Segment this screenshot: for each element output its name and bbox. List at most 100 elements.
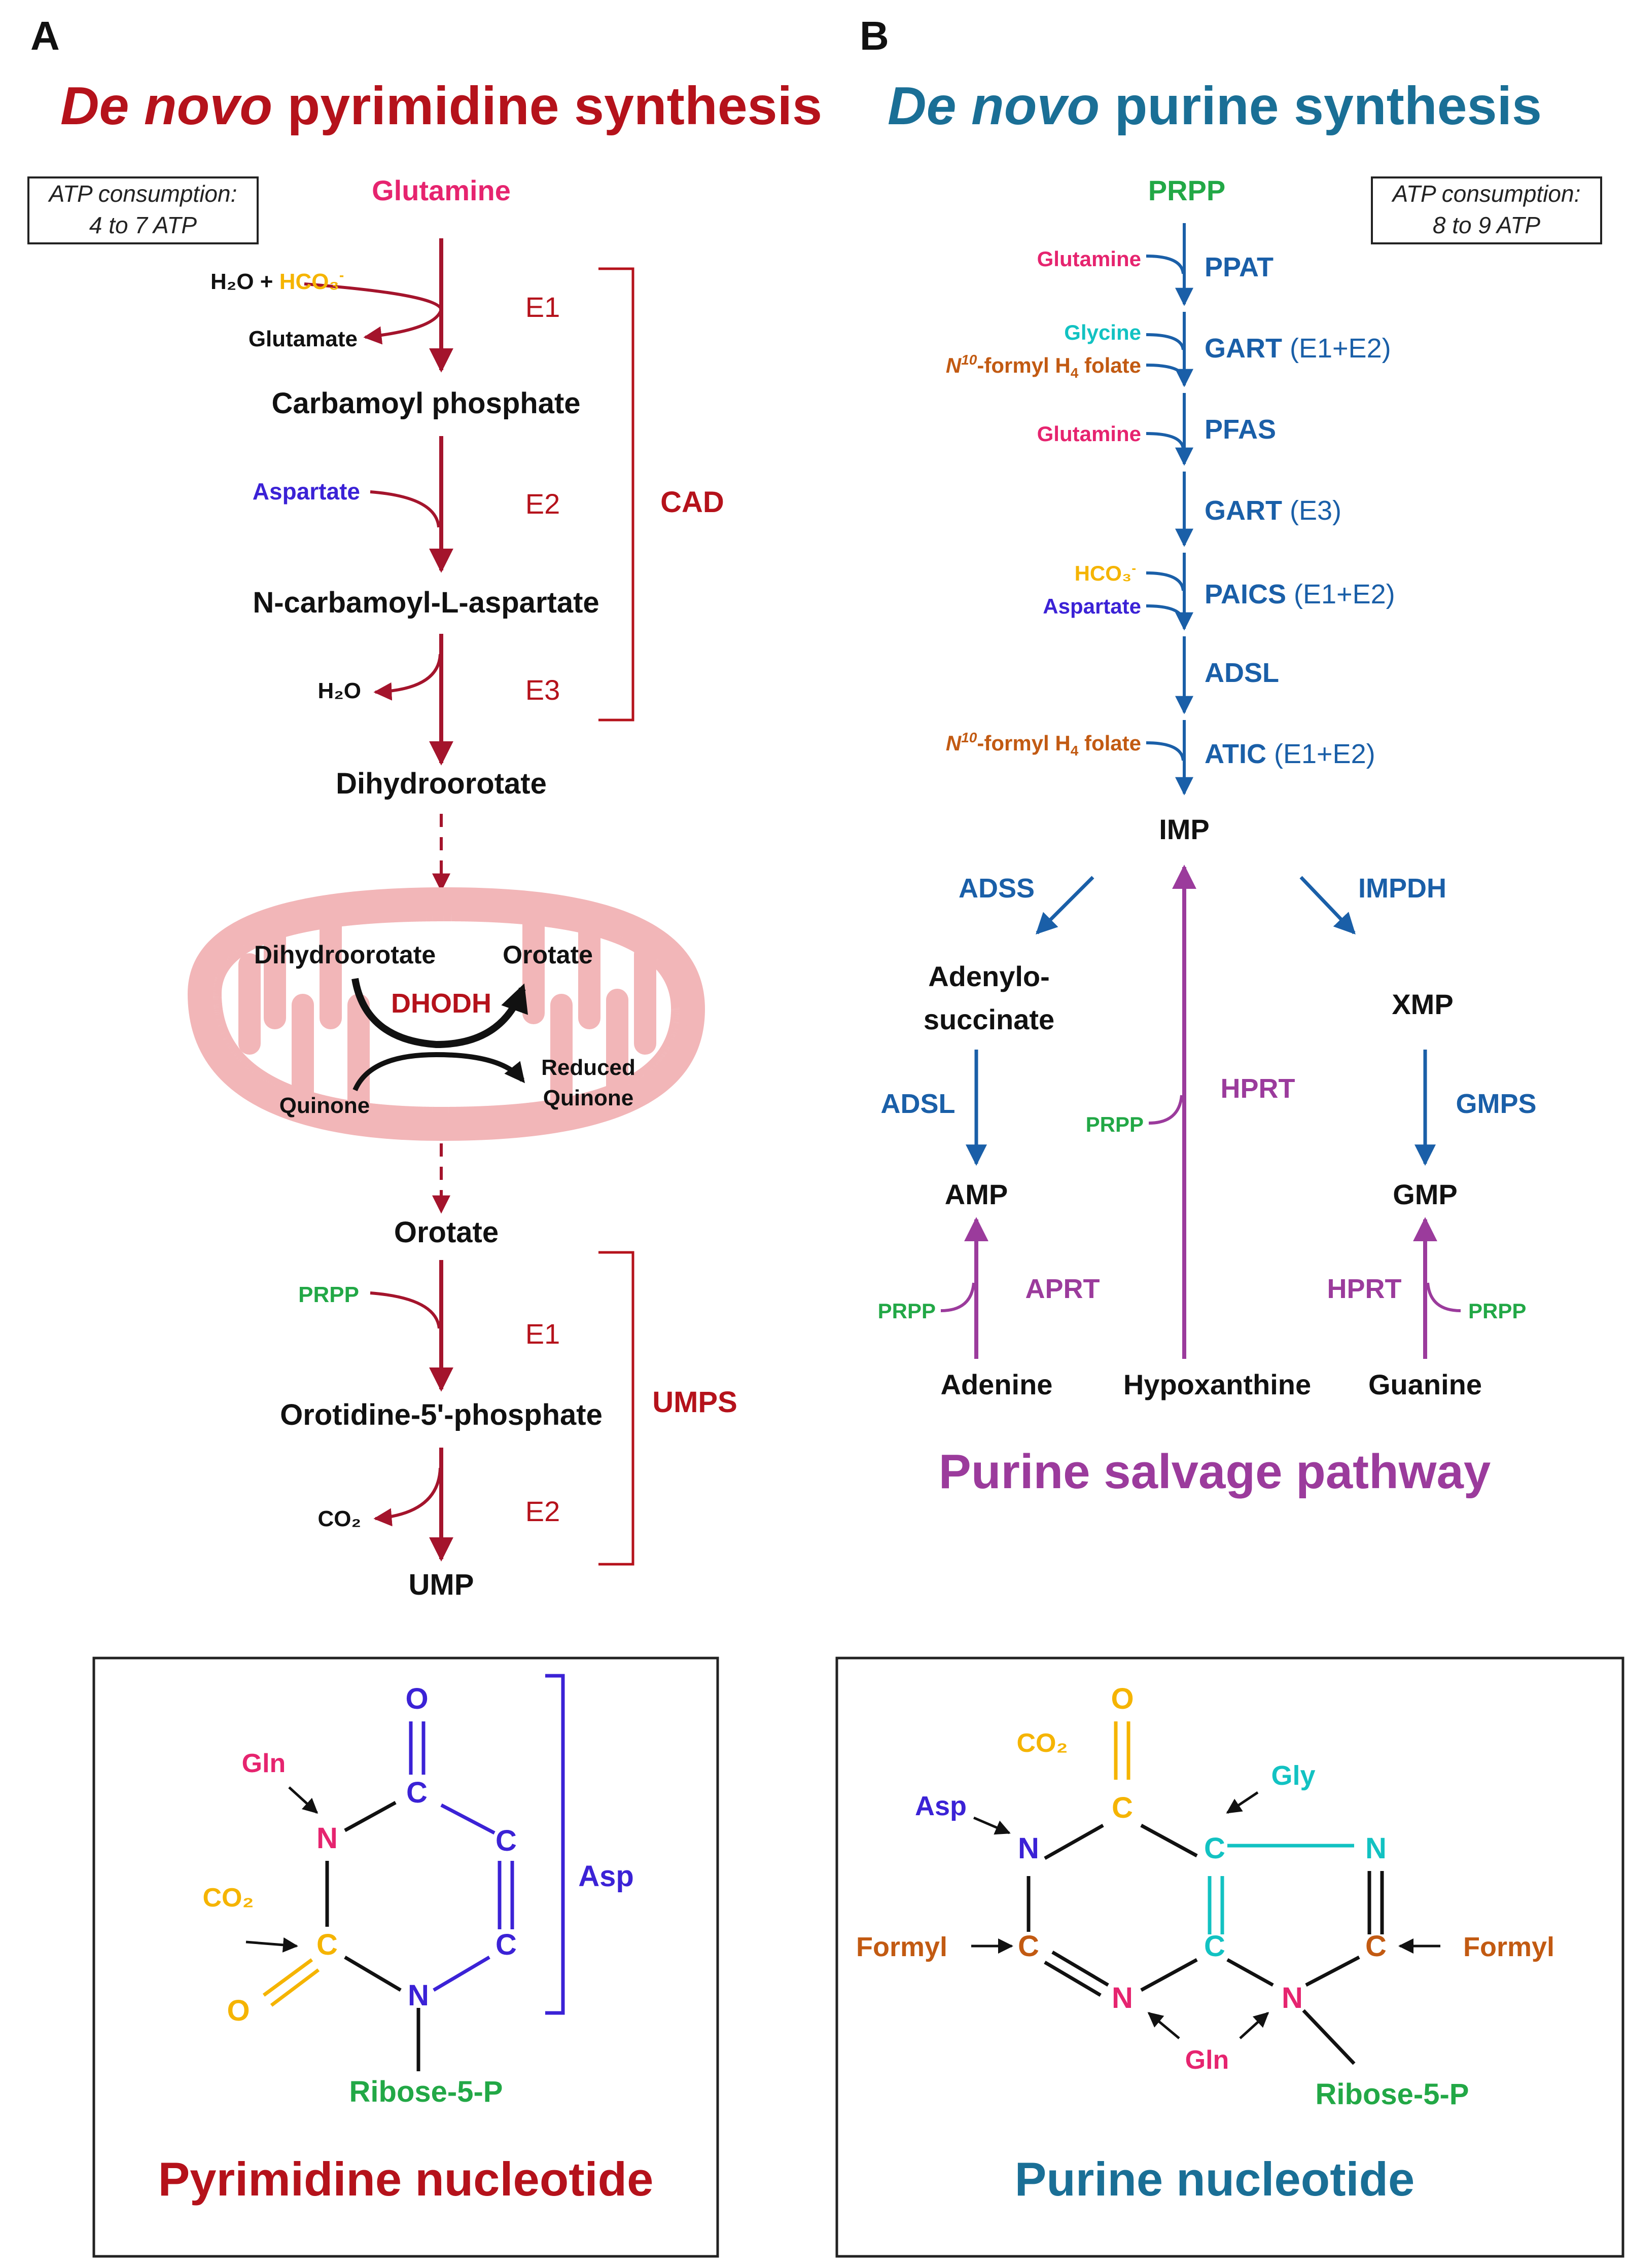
purine-box	[835, 1657, 1624, 2258]
umps-e2: E2	[525, 1495, 560, 1527]
cad-e2: E2	[525, 488, 560, 520]
gmp: GMP	[1393, 1178, 1458, 1210]
arrow-co2-out	[373, 1467, 442, 1527]
prpp-top: PRPP	[1148, 174, 1226, 206]
cad-e3: E3	[525, 674, 560, 706]
co2-a: CO₂	[317, 1506, 361, 1531]
enzyme-adsl-top: ADSL	[1205, 658, 1279, 688]
pyr-asp: Asp	[578, 1860, 634, 1893]
dhodh-label: DHODH	[391, 988, 491, 1019]
enzyme-gart1: GART (E1+E2)	[1205, 333, 1391, 364]
pyr-n1: N	[316, 1822, 338, 1855]
umps-e1: E1	[525, 1318, 560, 1350]
pyr-ribose: Ribose-5-P	[349, 2075, 503, 2108]
imp: IMP	[1159, 813, 1210, 845]
hco3-b: HCO₃-	[1075, 560, 1136, 585]
pyr-c-left: C	[316, 1928, 338, 1961]
mito-orotate: Orotate	[503, 941, 593, 969]
glutamine-b2: Glutamine	[1037, 422, 1141, 446]
pur-formyl-right: Formyl	[1463, 1932, 1554, 1962]
mito-dihydroorotate: Dihydroorotate	[254, 941, 436, 969]
pur-n-left: N	[1018, 1832, 1039, 1865]
pur-formyl-left: Formyl	[856, 1932, 947, 1962]
pur-c-right: C	[1365, 1930, 1387, 1963]
hook-glutamine2	[1146, 432, 1185, 449]
hypoxanthine: Hypoxanthine	[1123, 1369, 1311, 1400]
arrow-glutamate-out	[304, 282, 443, 345]
pyr-n-bottom: N	[408, 1979, 429, 2012]
hook-prpp-right	[1426, 1282, 1461, 1312]
cad-bracket	[598, 267, 634, 722]
atp-a-line1: ATP consumption:	[48, 181, 237, 207]
enzyme-ppat: PPAT	[1205, 252, 1274, 282]
adss: ADSS	[959, 873, 1035, 904]
enzyme-pfas: PFAS	[1205, 414, 1276, 445]
arrow-prpp-in	[370, 1291, 441, 1329]
umps-bracket	[598, 1251, 634, 1566]
pyr-co2: CO₂	[202, 1883, 254, 1913]
mitochondrion	[188, 887, 705, 1141]
pyr-c-right2: C	[496, 1928, 517, 1961]
orotate: Orotate	[394, 1216, 499, 1249]
prpp-right: PRPP	[1468, 1299, 1526, 1323]
arrow-gln-pyr	[288, 1786, 319, 1814]
adsl: ADSL	[881, 1089, 956, 1119]
hook-hco3	[1146, 571, 1185, 591]
arrow-co2-pyr	[245, 1937, 298, 1953]
atp-box-b	[1371, 176, 1602, 244]
adenylosuccinate-2: succinate	[924, 1003, 1054, 1035]
pur-c-mid-top: C	[1204, 1832, 1225, 1865]
hook-glycine	[1146, 333, 1185, 350]
umps-label: UMPS	[652, 1386, 737, 1419]
dhodh-arrow	[351, 978, 528, 1049]
arrow-gln-pur-right	[1239, 2011, 1269, 2039]
hook-n10-1	[1146, 364, 1185, 378]
panel-b-letter: B	[860, 13, 889, 58]
pyr-gln: Gln	[242, 1749, 286, 1778]
amp: AMP	[945, 1178, 1008, 1210]
pur-asp: Asp	[915, 1791, 967, 1821]
pur-c-mid-bot: C	[1204, 1930, 1225, 1963]
pur-c-top: C	[1112, 1791, 1133, 1824]
cad-label: CAD	[660, 486, 724, 519]
glycine: Glycine	[1064, 320, 1141, 344]
n10-formyl-2: N10-formyl H4 folate	[946, 730, 1141, 759]
pur-o-top: O	[1111, 1682, 1134, 1715]
prpp-mid: PRPP	[1086, 1112, 1144, 1136]
arrow-gln-pur-left	[1147, 2012, 1180, 2039]
pur-gln: Gln	[1185, 2045, 1229, 2075]
atp-b-line1: ATP consumption:	[1391, 181, 1581, 207]
atp-a-line2: 4 to 7 ATP	[89, 212, 197, 238]
reduced-label: Reduced	[541, 1055, 635, 1080]
pur-co2: CO₂	[1016, 1729, 1068, 1758]
n-carbamoyl-aspartate: N-carbamoyl-L-aspartate	[253, 586, 599, 619]
n10-formyl-1: N10-formyl H4 folate	[946, 352, 1141, 381]
hook-glutamine1	[1146, 255, 1185, 274]
arrow-aspartate-in	[370, 490, 440, 528]
aspartate-b: Aspartate	[1043, 594, 1141, 618]
pur-n-bot-left: N	[1112, 1982, 1133, 2014]
glutamine-b1: Glutamine	[1037, 247, 1141, 271]
purine-bonds	[1027, 1721, 1384, 2065]
h2o-a: H₂O	[317, 678, 361, 703]
orotidine-5-phosphate: Orotidine-5'-phosphate	[280, 1398, 603, 1431]
hook-aspartate	[1146, 604, 1185, 622]
dihydroorotate: Dihydroorotate	[336, 767, 547, 800]
hprt-right: HPRT	[1327, 1274, 1402, 1304]
glutamate-a: Glutamate	[249, 327, 358, 351]
purine-nucleotide-title: Purine nucleotide	[1015, 2152, 1415, 2206]
pur-n-bot-right: N	[1282, 1982, 1303, 2014]
purine-salvage-title: Purine salvage pathway	[939, 1445, 1491, 1499]
pur-c-left: C	[1018, 1930, 1039, 1963]
pur-gly: Gly	[1271, 1760, 1315, 1791]
panel-a-title: De novo pyrimidine synthesis	[60, 76, 822, 136]
enzyme-gart2: GART (E3)	[1205, 495, 1341, 526]
hook-prpp-left	[940, 1282, 975, 1312]
panel-b-title: De novo purine synthesis	[888, 76, 1542, 136]
arrow-impdh	[1299, 876, 1356, 935]
guanine: Guanine	[1368, 1369, 1482, 1400]
pyr-o-top: O	[405, 1682, 428, 1715]
pyrimidine-box	[92, 1657, 719, 2258]
quinone: Quinone	[279, 1093, 370, 1118]
